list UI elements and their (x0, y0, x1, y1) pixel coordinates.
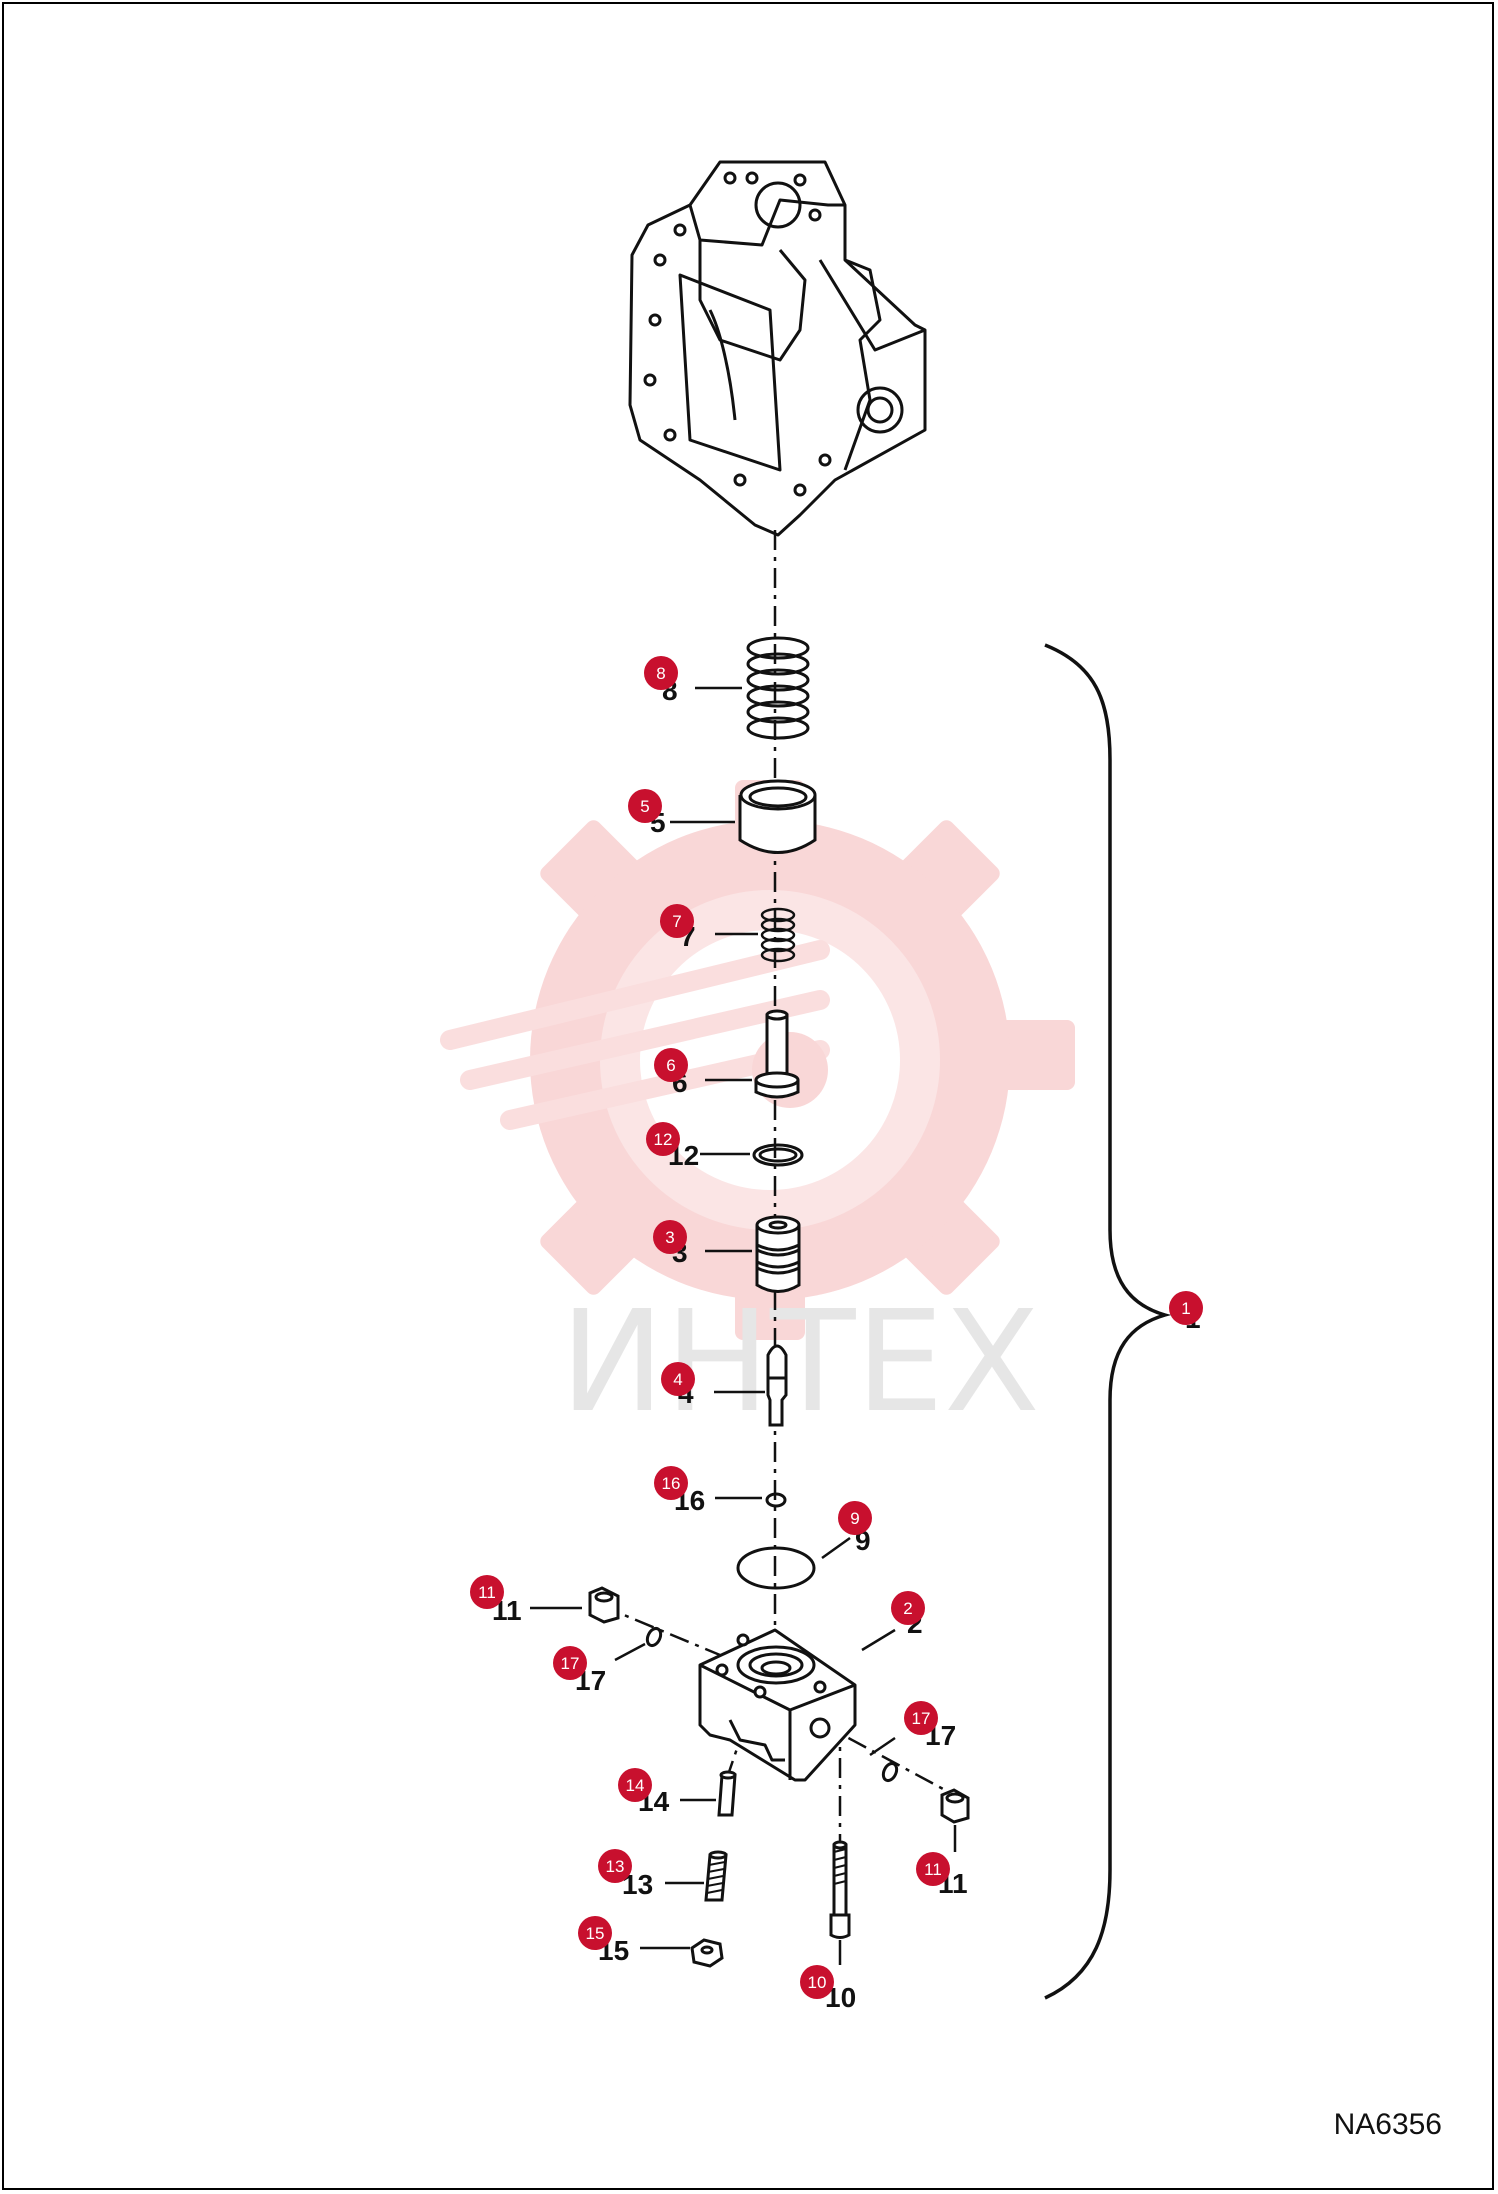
watermark-logo: ИНТЕХ (440, 780, 1075, 1444)
housing-part (628, 160, 927, 537)
svg-text:3: 3 (665, 1228, 674, 1247)
svg-text:13: 13 (606, 1857, 625, 1876)
valve-body-part (698, 1628, 857, 1782)
figure-code: NA6356 (1333, 2108, 1442, 2141)
part-badge-13[interactable]: 13 (598, 1849, 632, 1883)
svg-text:8: 8 (656, 664, 665, 683)
svg-text:16: 16 (662, 1474, 681, 1493)
part-badge-5[interactable]: 5 (628, 789, 662, 823)
assembly-brace (1044, 643, 1172, 2000)
spring-small-part (760, 907, 796, 963)
roll-pin-part (717, 1770, 737, 1817)
part-badge-6[interactable]: 6 (654, 1048, 688, 1082)
set-screw-part (704, 1850, 728, 1902)
svg-text:6: 6 (666, 1056, 675, 1075)
svg-text:1: 1 (1181, 1299, 1190, 1318)
part-badge-8[interactable]: 8 (644, 656, 678, 690)
svg-text:17: 17 (912, 1709, 931, 1728)
part-badge-12[interactable]: 12 (646, 1122, 680, 1156)
svg-text:11: 11 (924, 1860, 942, 1879)
nut-part (690, 1938, 724, 1968)
part-badge-11b[interactable]: 11 (916, 1852, 950, 1886)
part-badge-2[interactable]: 2 (891, 1591, 925, 1625)
part-badge-3[interactable]: 3 (653, 1220, 687, 1254)
plunger-part (766, 1344, 788, 1427)
part-badge-16[interactable]: 16 (654, 1466, 688, 1500)
part-badges: 1 2 3 4 5 6 7 8 9 10 11 11 12 13 14 15 1… (470, 656, 1203, 1999)
part-badge-10[interactable]: 10 (800, 1965, 834, 1999)
svg-text:4: 4 (673, 1370, 682, 1389)
pin-part (754, 1009, 800, 1099)
part-badge-7[interactable]: 7 (660, 904, 694, 938)
bolt-part (829, 1840, 851, 1939)
part-badge-14[interactable]: 14 (618, 1768, 652, 1802)
svg-text:12: 12 (654, 1130, 673, 1149)
part-badge-15[interactable]: 15 (578, 1916, 612, 1950)
part-badge-4[interactable]: 4 (661, 1362, 695, 1396)
o-ring-small-part (765, 1492, 787, 1508)
svg-text:7: 7 (672, 912, 681, 931)
part-badge-17b[interactable]: 17 (904, 1701, 938, 1735)
svg-text:5: 5 (640, 797, 649, 816)
watermark-text: ИНТЕХ (560, 1281, 1040, 1444)
svg-text:10: 10 (808, 1973, 827, 1992)
svg-text:9: 9 (850, 1509, 859, 1528)
svg-text:15: 15 (586, 1924, 605, 1943)
svg-text:14: 14 (626, 1776, 645, 1795)
part-badge-17a[interactable]: 17 (553, 1646, 587, 1680)
svg-text:11: 11 (478, 1583, 496, 1602)
plug-part (588, 1586, 970, 1824)
svg-text:2: 2 (903, 1599, 912, 1618)
part-badge-1[interactable]: 1 (1169, 1291, 1203, 1325)
spool-part (755, 1215, 801, 1293)
cup-part (738, 779, 817, 854)
part-badge-11a[interactable]: 11 (470, 1575, 504, 1609)
o-ring-part (736, 1546, 816, 1590)
part-badge-9[interactable]: 9 (838, 1501, 872, 1535)
snap-ring-part (752, 1143, 804, 1167)
svg-text:17: 17 (561, 1654, 580, 1673)
leader-lines (530, 686, 957, 1965)
spring-large-part (746, 636, 810, 740)
o-ring-plug-part (645, 1626, 899, 1783)
